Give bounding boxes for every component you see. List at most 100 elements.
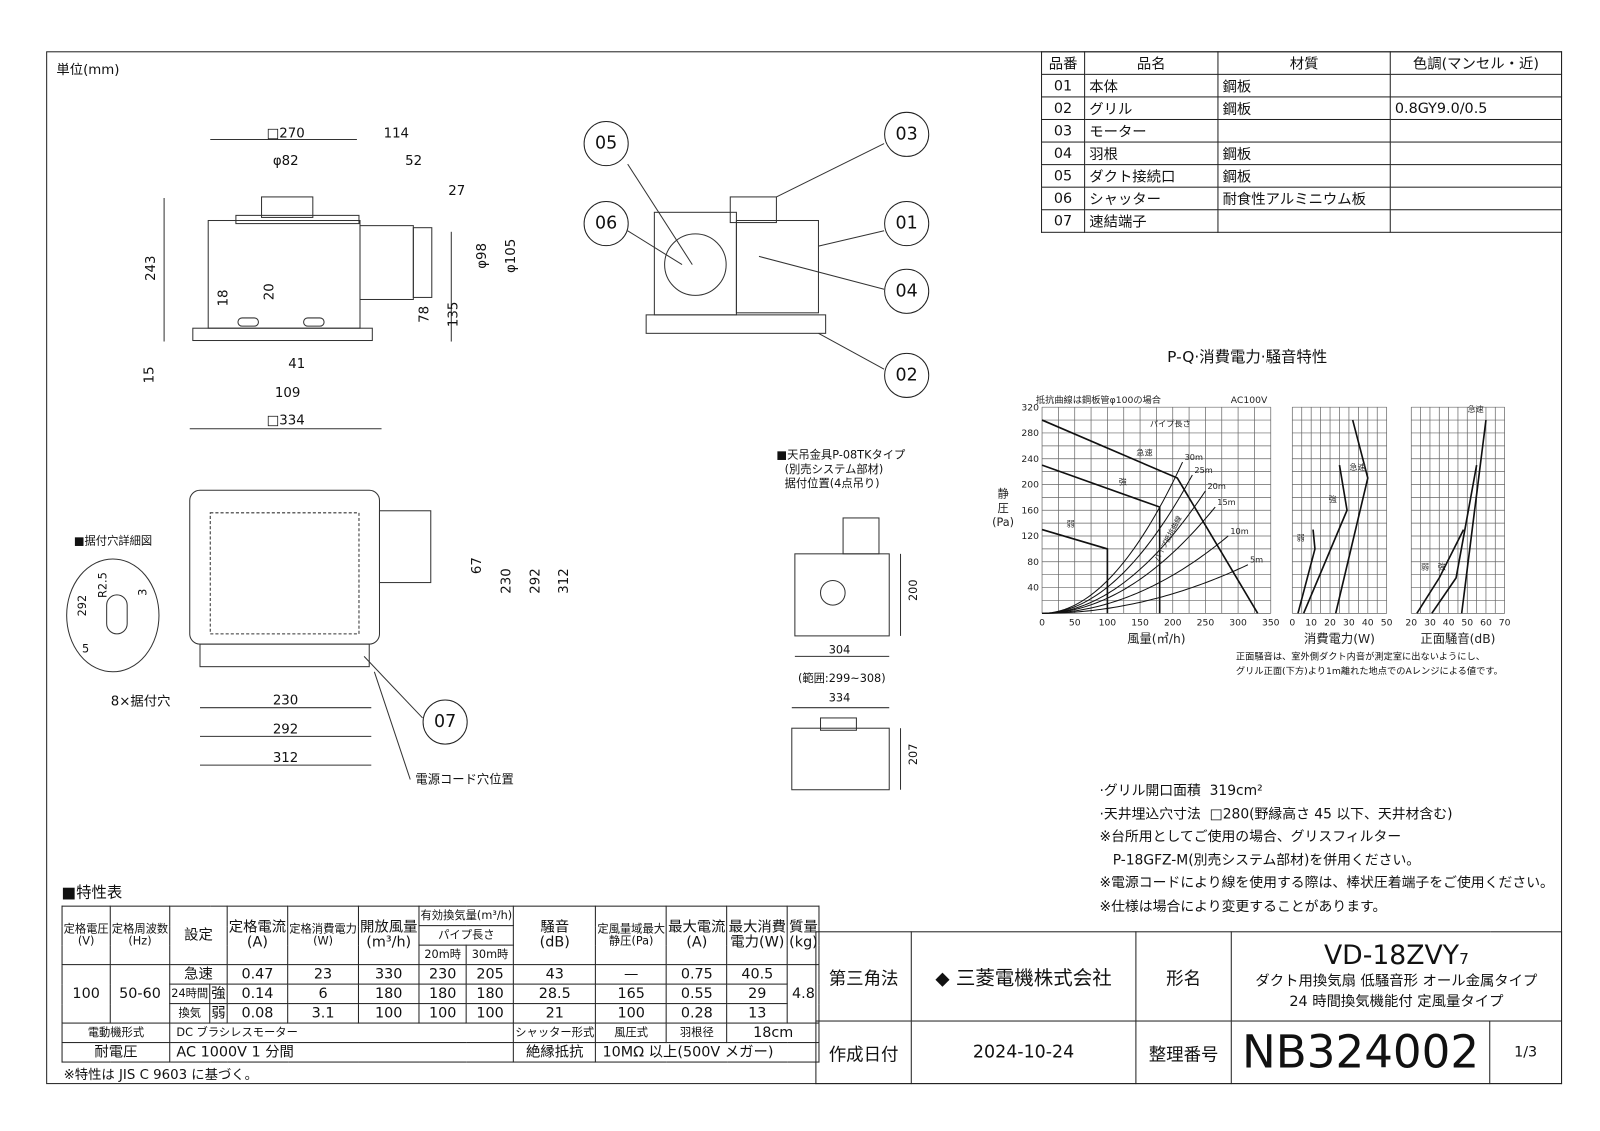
- callout-03: 03: [884, 111, 930, 157]
- note: ※台所用としてご使用の場合、グリスフィルター: [1099, 828, 1402, 846]
- page-number: 1/3: [1489, 1020, 1563, 1085]
- part-name: ダクト接続口: [1084, 164, 1219, 188]
- spec-open: 330: [357, 964, 420, 985]
- pipe-curve-label: 15m: [1217, 497, 1235, 507]
- pipe-curve-25m: [1042, 474, 1193, 614]
- spec-maxa: 0.75: [666, 964, 728, 985]
- chart-annotation: 抵抗曲線は鋼板管φ100の場合: [1036, 394, 1161, 406]
- y-tick-label: 80: [1027, 557, 1039, 568]
- front-view: [163, 138, 452, 430]
- series-label: 強: [1438, 562, 1446, 572]
- hdr-current: 定格電流(A): [226, 905, 289, 966]
- pipe-curve-10m: [1042, 535, 1229, 614]
- model-label: 形名: [1135, 931, 1232, 1022]
- dim-304: 304: [828, 643, 851, 657]
- mode: 弱: [209, 1003, 228, 1024]
- hdr-open-flow: 開放風量(m³/h): [357, 905, 420, 966]
- mode: 急速: [169, 964, 228, 985]
- pipe-curve-label: 20m: [1207, 481, 1225, 491]
- motor-label: 電動機形式: [61, 1022, 171, 1044]
- x-tick-label: 40: [1443, 618, 1455, 629]
- spec-a: 0.14: [226, 983, 289, 1005]
- hanger-sub2: 据付位置(4点吊り): [784, 476, 880, 491]
- spec-pa: 165: [595, 983, 668, 1005]
- x-tick-label: 50: [1381, 618, 1393, 629]
- model-suffix: 7: [1459, 949, 1469, 969]
- x-axis-label: 正面騒音(dB): [1420, 631, 1495, 646]
- blade-value: 18cm: [726, 1022, 820, 1044]
- series-label: 強: [1329, 494, 1337, 504]
- dim-334: 334: [828, 691, 851, 705]
- callout-06: 06: [583, 201, 629, 247]
- mode-24h: 24時間: [169, 983, 211, 1005]
- hdr-freq: 定格周波数(Hz): [109, 905, 171, 966]
- spec-p20: 100: [418, 1003, 467, 1024]
- x-tick-label: 50: [1069, 618, 1081, 629]
- x-tick-label: 250: [1197, 618, 1215, 629]
- hanger-sub1: (別売システム部材): [784, 462, 884, 476]
- dim-sq334: □334: [266, 413, 305, 429]
- part-name: モーター: [1084, 118, 1219, 143]
- hdr-effective-flow: 有効換気量(m³/h): [418, 905, 515, 927]
- withstand-value: AC 1000V 1 分間: [169, 1042, 515, 1063]
- part-material: 鋼板: [1217, 73, 1391, 98]
- dim-range: (範囲:299~308): [797, 671, 886, 686]
- dim-sq270: □270: [266, 126, 305, 142]
- y-tick-label: 40: [1027, 583, 1039, 594]
- dim-114: 114: [383, 126, 410, 142]
- header-material: 材質: [1217, 51, 1391, 75]
- x-tick-label: 20: [1405, 618, 1417, 629]
- hdr-max-power: 最大消費電力(W): [726, 905, 789, 966]
- x-tick-label: 70: [1499, 618, 1511, 629]
- series-line-急速: [1334, 419, 1369, 614]
- chart-note-2: グリル正面(下方)より1m離れた地点でのAレンジによる値です。: [1235, 666, 1503, 677]
- part-no: 07: [1041, 209, 1086, 233]
- hdr-max-pressure: 定風量域最大静圧(Pa): [595, 905, 668, 966]
- hanger-view: [791, 517, 902, 791]
- pipe-curve-15m: [1042, 506, 1216, 614]
- part-color: [1389, 118, 1563, 143]
- x-tick-label: 60: [1480, 618, 1492, 629]
- frequency: 50-60: [109, 964, 171, 1024]
- spec-p20: 180: [418, 983, 467, 1005]
- part-no: 03: [1041, 118, 1086, 143]
- date-label: 作成日付: [815, 1020, 912, 1085]
- y-tick-label: 320: [1021, 402, 1039, 413]
- pipe-length-label: パイプ長さ: [1150, 419, 1191, 429]
- dim-phi82: φ82: [272, 153, 299, 170]
- callout-05: 05: [583, 121, 629, 167]
- unit-label: 単位(mm): [56, 62, 120, 78]
- pipe-curve-5m: [1042, 564, 1249, 614]
- spec-p20: 230: [418, 964, 467, 985]
- y-tick-label: 280: [1021, 428, 1039, 439]
- spec-db: 28.5: [513, 983, 597, 1005]
- insulation-value: 10MΩ 以上(500V メガー): [595, 1042, 820, 1063]
- spec-footer: ※特性は JIS C 9603 に基づく。: [63, 1067, 258, 1084]
- note: ※仕様は場合により変更することがあります。: [1099, 898, 1387, 915]
- series-label: 急速: [1467, 404, 1483, 414]
- hole-detail-title: ■据付穴詳細図: [73, 534, 153, 548]
- part-material: 鋼板: [1217, 164, 1391, 188]
- x-tick-label: 50: [1461, 618, 1473, 629]
- y-axis-label: 静: [997, 486, 1008, 500]
- x-tick-label: 350: [1262, 618, 1280, 629]
- drawing-number: NB324002: [1230, 1020, 1491, 1085]
- pipe-curve-20m: [1042, 490, 1206, 614]
- spec-w: 3.1: [287, 1003, 359, 1024]
- number-label: 整理番号: [1135, 1020, 1232, 1085]
- date: 2024-10-24: [910, 1020, 1137, 1085]
- header-name: 品名: [1084, 51, 1219, 75]
- y-tick-label: 120: [1021, 531, 1039, 542]
- spec-pa: —: [595, 964, 668, 985]
- mass: 4.8: [787, 964, 820, 1024]
- dim-w312: 312: [272, 750, 299, 767]
- chart-title: P-Q·消費電力·騒音特性: [1167, 347, 1328, 367]
